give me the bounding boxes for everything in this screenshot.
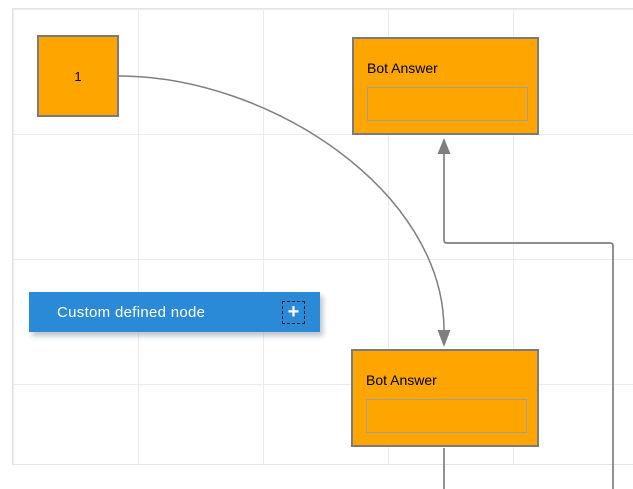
add-node-button[interactable]: +	[282, 301, 305, 324]
bot-answer-title: Bot Answer	[366, 372, 437, 388]
node-start[interactable]: 1	[37, 35, 119, 117]
node-bot-answer-top[interactable]: Bot Answer	[352, 37, 539, 135]
bot-answer-title: Bot Answer	[367, 60, 438, 76]
bot-answer-input[interactable]	[366, 399, 527, 433]
connector-curve-start-to-bottom-node[interactable]	[118, 75, 445, 331]
arrowhead-up-icon	[437, 138, 451, 154]
custom-node-label: Custom defined node	[57, 303, 206, 321]
connector-orthogonal-to-top-node[interactable]	[443, 153, 614, 489]
plus-icon: +	[287, 300, 300, 323]
bot-answer-input[interactable]	[367, 87, 528, 121]
node-custom-defined[interactable]: Custom defined node +	[29, 292, 320, 332]
node-start-label: 1	[74, 68, 82, 84]
arrowhead-down-icon	[437, 330, 451, 347]
node-bot-answer-bottom[interactable]: Bot Answer	[351, 349, 539, 447]
